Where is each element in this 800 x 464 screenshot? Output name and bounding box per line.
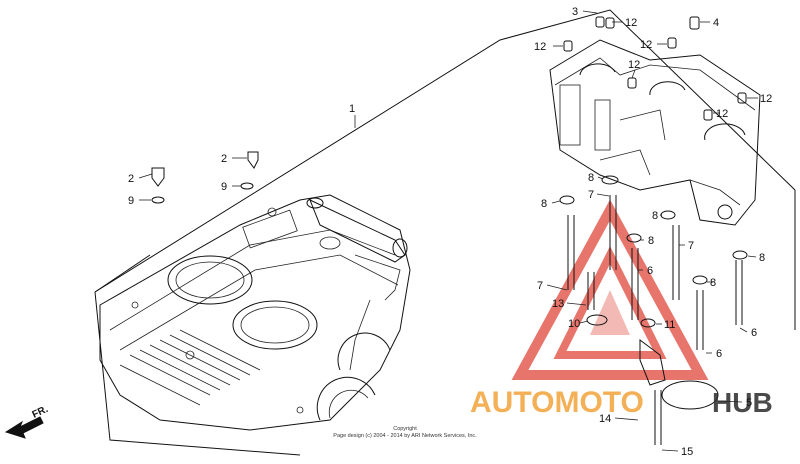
label-part-5: 5 bbox=[746, 397, 752, 409]
label-part-9: 9 bbox=[128, 195, 134, 207]
label-part-9: 9 bbox=[221, 181, 227, 193]
label-part-8: 8 bbox=[710, 277, 716, 289]
label-part-8: 8 bbox=[648, 235, 654, 247]
label-part-4: 4 bbox=[713, 17, 719, 29]
label-part-7: 7 bbox=[588, 189, 594, 201]
watermark-hub: HUB bbox=[712, 387, 773, 418]
label-part-2: 2 bbox=[221, 153, 227, 165]
label-part-12: 12 bbox=[640, 39, 652, 51]
label-part-2: 2 bbox=[128, 173, 134, 185]
copyright-line-1: Copyright bbox=[393, 426, 417, 432]
label-part-12: 12 bbox=[716, 108, 728, 120]
label-part-6: 6 bbox=[751, 327, 757, 339]
dowel-pins bbox=[563, 16, 747, 121]
part-labels: 1 2 2 9 9 3 4 12 12 12 12 12 12 8 8 8 8 … bbox=[128, 6, 772, 458]
label-part-7: 7 bbox=[537, 280, 543, 292]
copyright-line-2: Page design (c) 2004 - 2014 by ARI Netwo… bbox=[333, 433, 477, 439]
watermark-text: AUTOMOTO HUB bbox=[470, 386, 773, 419]
label-part-11: 11 bbox=[664, 319, 675, 331]
label-part-3: 3 bbox=[572, 6, 578, 18]
label-part-8: 8 bbox=[588, 172, 594, 184]
label-part-7: 7 bbox=[688, 240, 694, 252]
group-outline-lower-case bbox=[94, 9, 796, 456]
label-part-12: 12 bbox=[625, 17, 637, 29]
upper-bearing-holder bbox=[549, 39, 761, 226]
label-part-12: 12 bbox=[534, 41, 546, 53]
leader-lines bbox=[138, 10, 758, 452]
label-part-12: 12 bbox=[760, 93, 772, 105]
direction-label: FR. bbox=[31, 404, 50, 421]
label-part-10: 10 bbox=[568, 318, 580, 330]
label-part-12: 12 bbox=[628, 59, 640, 71]
label-part-14: 14 bbox=[599, 413, 611, 425]
label-part-1: 1 bbox=[349, 103, 355, 115]
label-part-6: 6 bbox=[647, 265, 653, 277]
front-direction-arrow: FR. bbox=[4, 404, 50, 439]
label-part-8: 8 bbox=[541, 198, 547, 210]
label-part-6: 6 bbox=[716, 348, 722, 360]
label-part-15: 15 bbox=[681, 446, 693, 458]
bolts-left bbox=[151, 151, 259, 204]
label-part-13: 13 bbox=[552, 298, 564, 310]
label-part-8: 8 bbox=[652, 210, 658, 222]
crankcase-bolts bbox=[559, 175, 748, 445]
watermark-automoto: AUTOMOTO bbox=[470, 386, 644, 419]
copyright-notice: Copyright Page design (c) 2004 - 2014 by… bbox=[300, 426, 510, 440]
label-part-8: 8 bbox=[759, 252, 765, 264]
crankcase-body bbox=[99, 194, 411, 431]
